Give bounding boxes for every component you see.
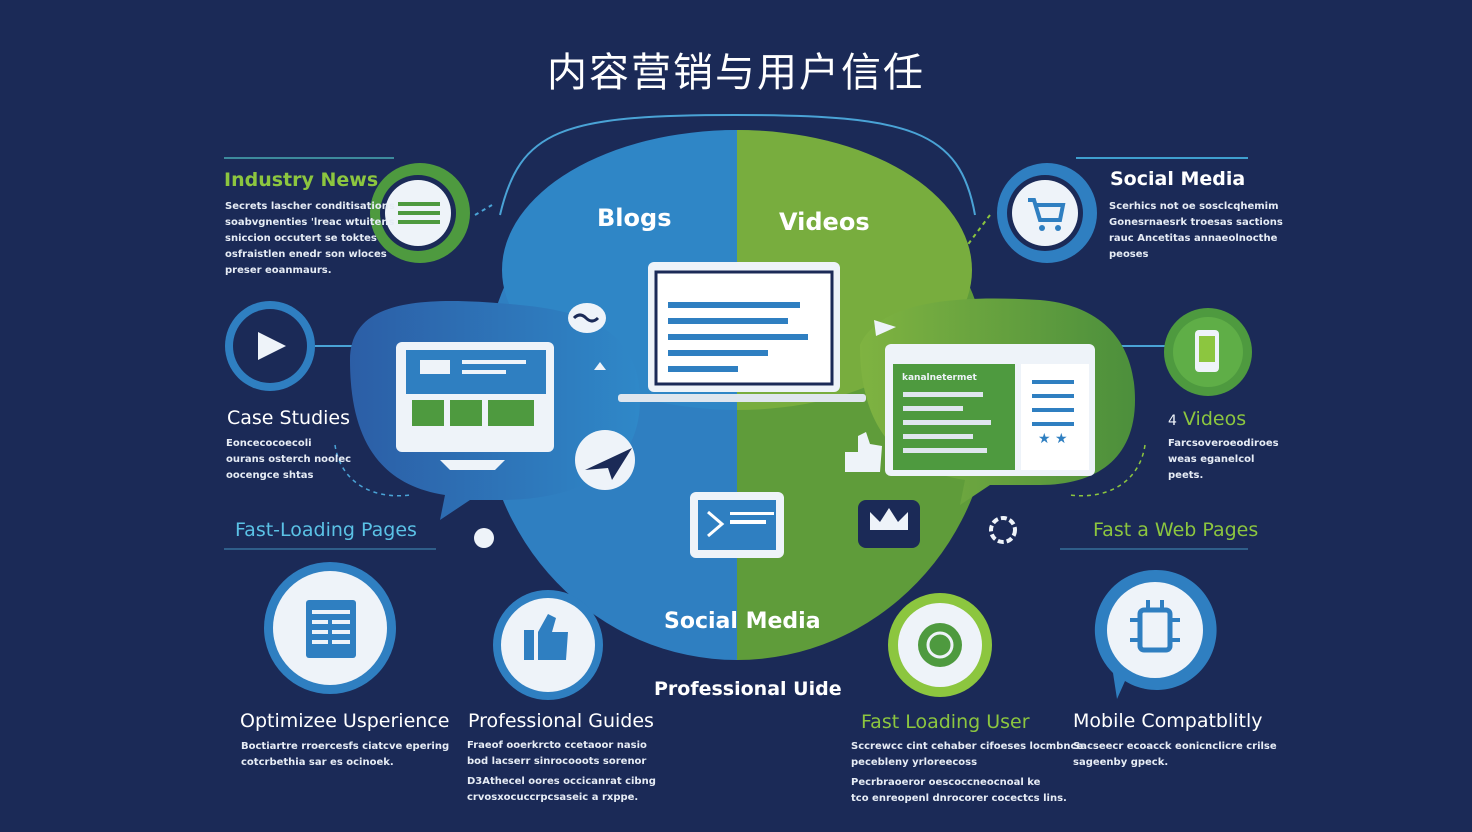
fast-loading-user-text: Sccrewcc cint cehaber cifoeses locmbnce … — [851, 741, 1084, 804]
thumbs-up-icon — [524, 614, 568, 660]
divider — [1060, 548, 1248, 550]
send-icon-bg — [575, 430, 635, 490]
play-small-icon — [874, 320, 896, 336]
gear-small-icon — [989, 516, 1017, 544]
videos-label: Videos — [779, 208, 870, 236]
social-media-label: Social Media — [1110, 168, 1246, 190]
thumbs-up-small-icon — [845, 432, 882, 472]
triangle-icon — [594, 362, 606, 370]
monitor-illustration — [396, 342, 554, 470]
case-studies-text: Eoncecocoecoli ourans osterch noolec ooc… — [226, 438, 352, 481]
fast-loading-pages-label: Fast-Loading Pages — [235, 519, 417, 541]
professional-guides-text: Fraeof ooerkrcto ccetaoor nasio bod lacs… — [467, 740, 656, 803]
social-media-center-label: Social Media — [664, 609, 821, 634]
videos-side-label: 4 Videos — [1168, 408, 1246, 430]
dashed-connector — [334, 444, 411, 497]
videos-side-text: Farcsoveroeodiroes weas eganelcol peets. — [1168, 438, 1279, 481]
chat-icon — [572, 313, 600, 323]
videos-prefix: 4 — [1168, 413, 1177, 429]
optimize-text: Boctiartre rroercesfs ciatcve epering co… — [241, 741, 450, 768]
mobile-compatibility-text: Sacseecr ecoacck eonicnclicre crilse sag… — [1073, 741, 1277, 768]
case-studies-label: Case Studies — [227, 407, 351, 429]
blogs-label: Blogs — [597, 204, 672, 232]
page-title: 内容营销与用户信任 — [547, 50, 925, 96]
group-icon — [474, 528, 494, 548]
laptop-illustration — [618, 262, 866, 402]
dashed-connector — [474, 204, 493, 216]
tablet-header-text: kanalnetermet — [902, 373, 977, 383]
dashed-connector — [1069, 444, 1146, 497]
professional-guides-label: Professional Guides — [468, 710, 654, 732]
send-icon — [585, 448, 632, 480]
tablet-illustration: ★ ★ — [885, 344, 1095, 476]
fast-web-pages-label: Fast a Web Pages — [1093, 519, 1259, 541]
industry-news-label: Industry News — [224, 169, 379, 191]
crown-icon — [870, 508, 908, 530]
terminal-illustration — [690, 492, 784, 558]
play-icon — [258, 332, 286, 360]
divider — [224, 548, 436, 550]
divider — [1076, 157, 1248, 159]
fast-loading-user-label: Fast Loading User — [861, 711, 1030, 733]
divider — [224, 157, 394, 159]
professional-label: Professional Uide — [654, 678, 842, 700]
svg-text:★ ★: ★ ★ — [1038, 431, 1068, 447]
top-arc-connector — [499, 113, 976, 216]
industry-news-text: Secrets lascher conditisations soabvgnen… — [225, 201, 395, 276]
mobile-compatibility-label: Mobile Compatblitly — [1073, 710, 1263, 732]
optimize-label: Optimizee Usperience — [240, 710, 450, 732]
social-media-text: Scerhics not oe sosclcqhemim Gonesrnaesr… — [1109, 201, 1283, 260]
videos-text: Videos — [1182, 408, 1247, 430]
